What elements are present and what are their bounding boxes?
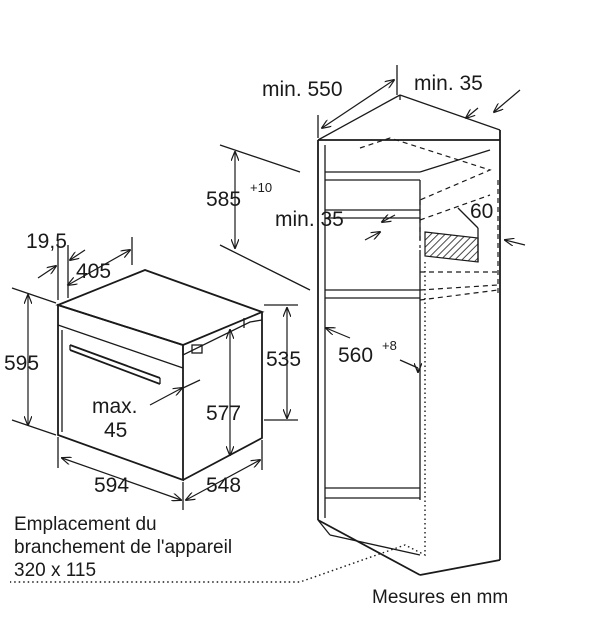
label-niche-height: 585 — [206, 188, 241, 211]
label-cabinet-min-side: min. 35 — [414, 72, 483, 95]
connection-note-line3: 320 x 115 — [14, 560, 96, 581]
notes: Emplacement du branchement de l'appareil… — [14, 514, 508, 608]
label-cabinet-min-depth: min. 550 — [262, 78, 343, 101]
label-max-offset-value: 45 — [104, 419, 127, 442]
label-body-width: 548 — [206, 474, 241, 497]
label-oven-height: 595 — [4, 352, 39, 375]
units-note: Mesures en mm — [372, 587, 508, 608]
label-oven-width: 594 — [94, 474, 129, 497]
label-niche-width: 560 — [338, 344, 373, 367]
label-vent-depth: 60 — [470, 200, 493, 223]
label-inner-min: min. 35 — [275, 208, 344, 231]
dimension-lines — [11, 65, 526, 510]
label-max-offset: max. — [92, 395, 138, 418]
connection-note-line2: branchement de l'appareil — [14, 537, 232, 558]
label-niche-width-tolerance: +8 — [382, 338, 397, 353]
label-oven-body-height: 535 — [266, 348, 301, 371]
oven-unit — [55, 269, 265, 482]
tall-cabinet — [317, 94, 501, 576]
dimension-labels: min. 550 min. 35 585 +10 min. 35 60 560 … — [4, 72, 493, 497]
label-oven-depth: 405 — [76, 260, 111, 283]
connection-note-line1: Emplacement du — [14, 514, 157, 535]
label-front-height: 577 — [206, 402, 241, 425]
label-niche-height-tolerance: +10 — [250, 180, 272, 195]
label-panel-thickness: 19,5 — [26, 230, 67, 253]
connection-leader — [10, 262, 426, 583]
